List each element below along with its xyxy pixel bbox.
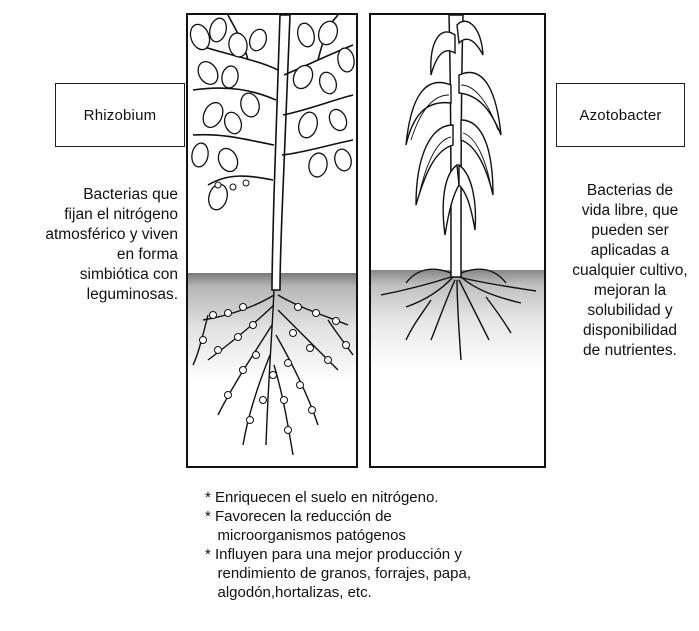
rhizobium-title: Rhizobium (84, 107, 157, 124)
azotobacter-label-box: Azotobacter (556, 83, 685, 147)
rhizobium-desc-line: atmosférico y viven (0, 225, 178, 245)
azotobacter-description: Bacterias de vida libre, que pueden ser … (560, 181, 699, 361)
azotobacter-desc-line: pueden ser (560, 221, 699, 241)
rhizobium-desc-line: fijan el nitrógeno (0, 205, 178, 225)
benefit-line: rendimiento de granos, forrajes, papa, (205, 564, 565, 583)
rhizobium-desc-line: Bacterias que (0, 185, 178, 205)
azotobacter-desc-line: vida libre, que (560, 201, 699, 221)
rhizobium-desc-line: en forma (0, 245, 178, 265)
benefit-line: * Favorecen la reducción de (205, 507, 565, 526)
azotobacter-desc-line: disponibilidad (560, 321, 699, 341)
benefits-list: * Enriquecen el suelo en nitrógeno. * Fa… (205, 488, 565, 602)
rhizobium-description: Bacterias que fijan el nitrógeno atmosfé… (0, 185, 178, 305)
benefit-line: * Influyen para una mejor producción y (205, 545, 565, 564)
corn-plant-illustration (371, 15, 544, 466)
benefit-line: algodón,hortalizas, etc. (205, 583, 565, 602)
plant-stem (272, 15, 290, 290)
benefit-line: * Enriquecen el suelo en nitrógeno. (205, 488, 565, 507)
azotobacter-desc-line: cualquier cultivo, (560, 261, 699, 281)
legume-plant-illustration (188, 15, 356, 466)
rhizobium-desc-line: leguminosas. (0, 285, 178, 305)
azotobacter-desc-line: de nutrientes. (560, 341, 699, 361)
legume-plant-panel (186, 13, 358, 468)
azotobacter-desc-line: Bacterias de (560, 181, 699, 201)
azotobacter-desc-line: mejoran la (560, 281, 699, 301)
azotobacter-title: Azotobacter (579, 107, 661, 124)
azotobacter-desc-line: solubilidad y (560, 301, 699, 321)
rhizobium-label-box: Rhizobium (55, 83, 185, 147)
azotobacter-desc-line: aplicadas a (560, 241, 699, 261)
benefit-line: microorganismos patógenos (205, 526, 565, 545)
rhizobium-desc-line: simbiótica con (0, 265, 178, 285)
corn-plant-panel (369, 13, 546, 468)
